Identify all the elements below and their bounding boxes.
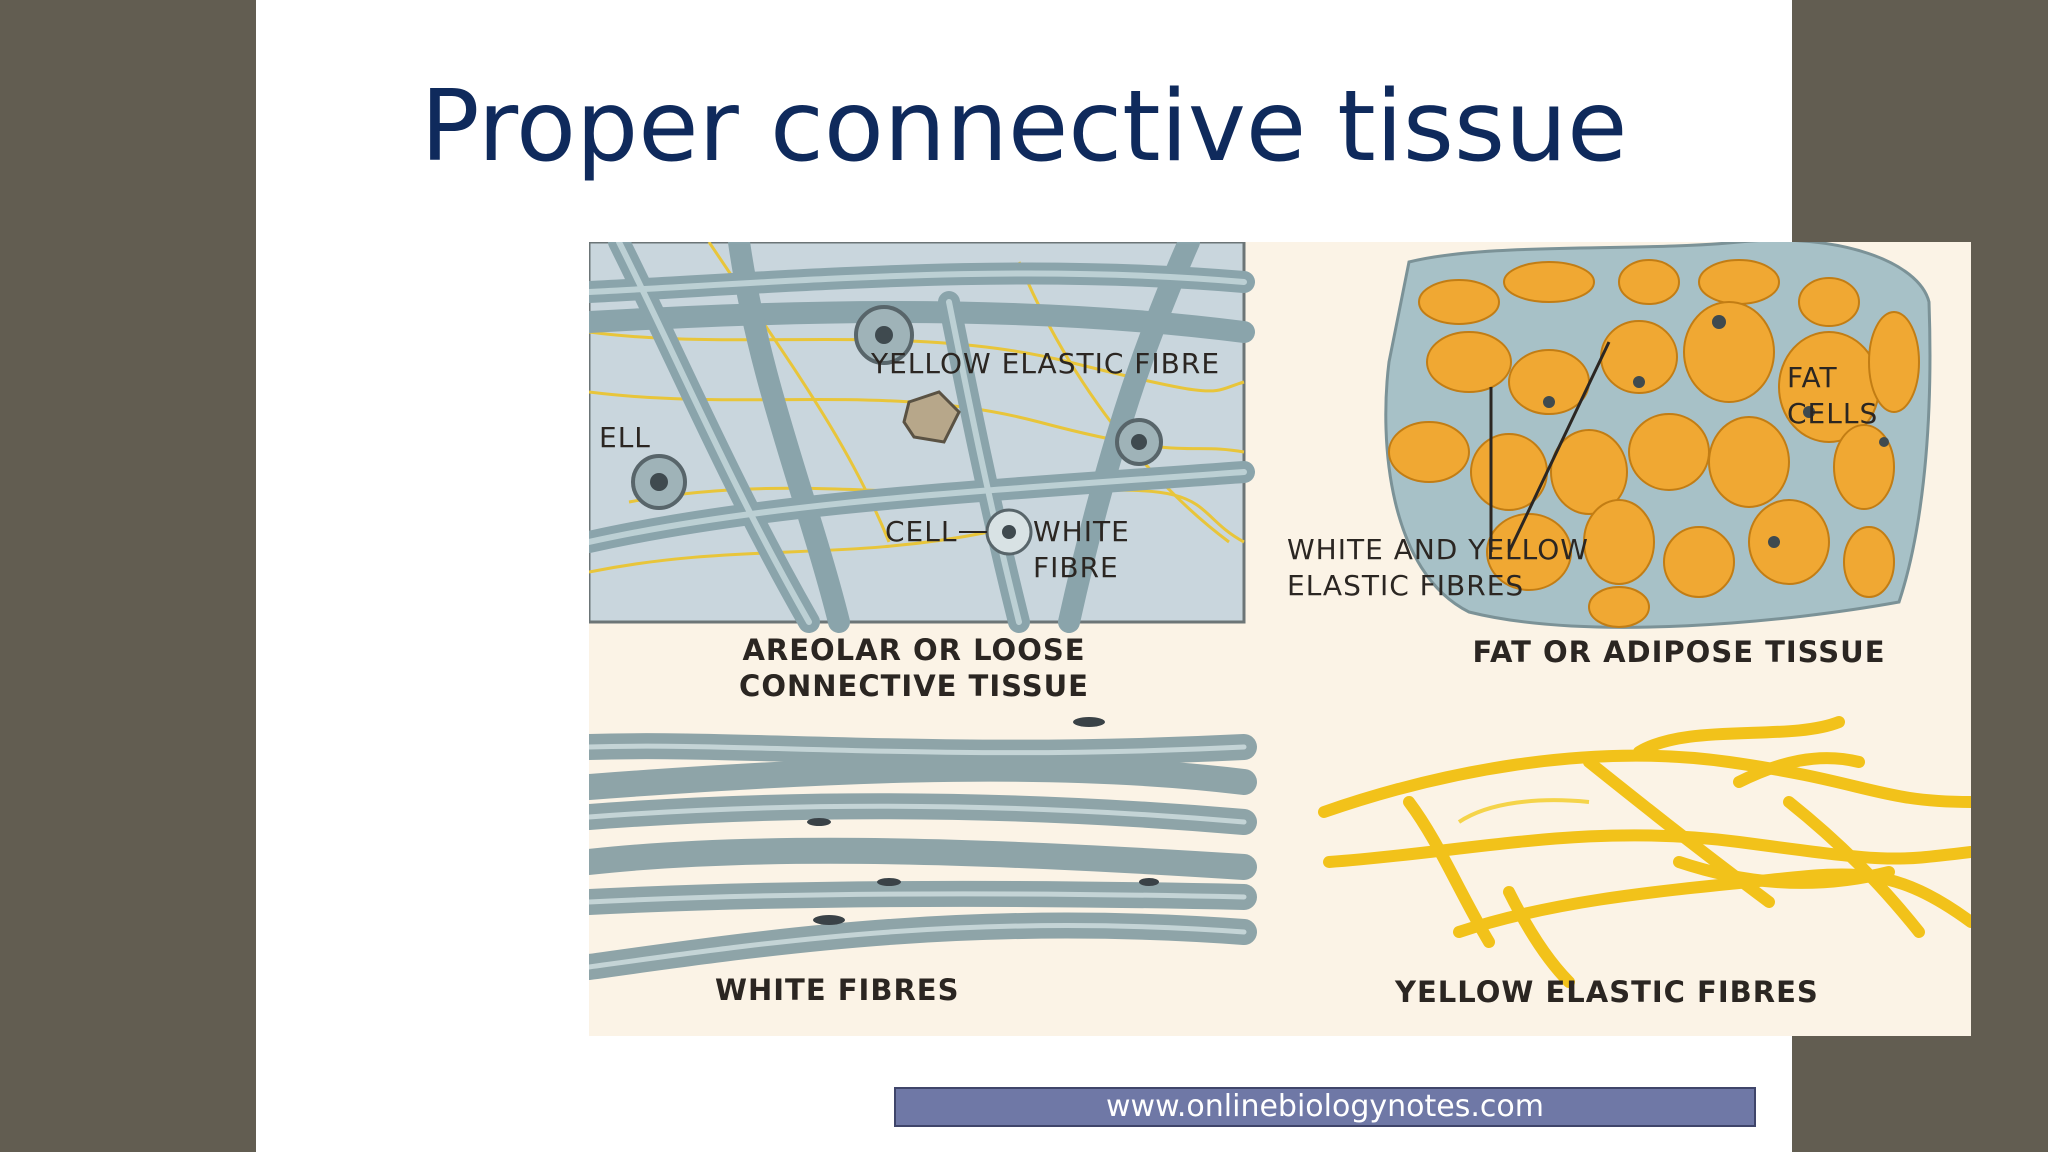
adipose-tissue-drawing (1384, 242, 1932, 629)
label-cell-left: ELL (599, 421, 651, 454)
caption-yellow-elastic-fibres: YELLOW ELASTIC FIBRES (1395, 975, 1819, 1009)
slide: Proper connective tissue (256, 0, 1971, 1152)
label-white-yellow-fibres-line1: WHITE AND YELLOW (1287, 533, 1589, 566)
white-fibres-drawing (589, 717, 1257, 980)
label-cell: CELL (885, 515, 958, 548)
yellow-fibre-highlight (1457, 798, 1590, 824)
footer-url-bar: www.onlinebiologynotes.com (894, 1087, 1756, 1127)
connective-tissue-illustration: YELLOW ELASTIC FIBRE ELL CELL WHITE FIBR… (589, 242, 1971, 1036)
yellow-elastic-fibres-drawing (1318, 716, 1971, 988)
label-white-yellow-fibres-line2: ELASTIC FIBRES (1287, 569, 1525, 602)
caption-areolar-line2: CONNECTIVE TISSUE (739, 669, 1089, 703)
slide-title: Proper connective tissue (420, 70, 1628, 184)
areolar-tissue-drawing (589, 242, 1255, 633)
caption-adipose: FAT OR ADIPOSE TISSUE (1472, 635, 1886, 669)
label-white-fibre-line1: WHITE (1033, 515, 1130, 548)
label-yellow-elastic-fibre: YELLOW ELASTIC FIBRE (871, 347, 1221, 380)
label-fat-cells-line1: FAT (1787, 361, 1838, 394)
caption-white-fibres: WHITE FIBRES (715, 973, 960, 1007)
label-fat-cells-line2: CELLS (1787, 397, 1879, 430)
label-white-fibre-line2: FIBRE (1033, 551, 1119, 584)
illustration-graphics (589, 242, 1971, 988)
footer-url: www.onlinebiologynotes.com (1106, 1089, 1544, 1124)
caption-areolar-line1: AREOLAR OR LOOSE (742, 633, 1086, 667)
